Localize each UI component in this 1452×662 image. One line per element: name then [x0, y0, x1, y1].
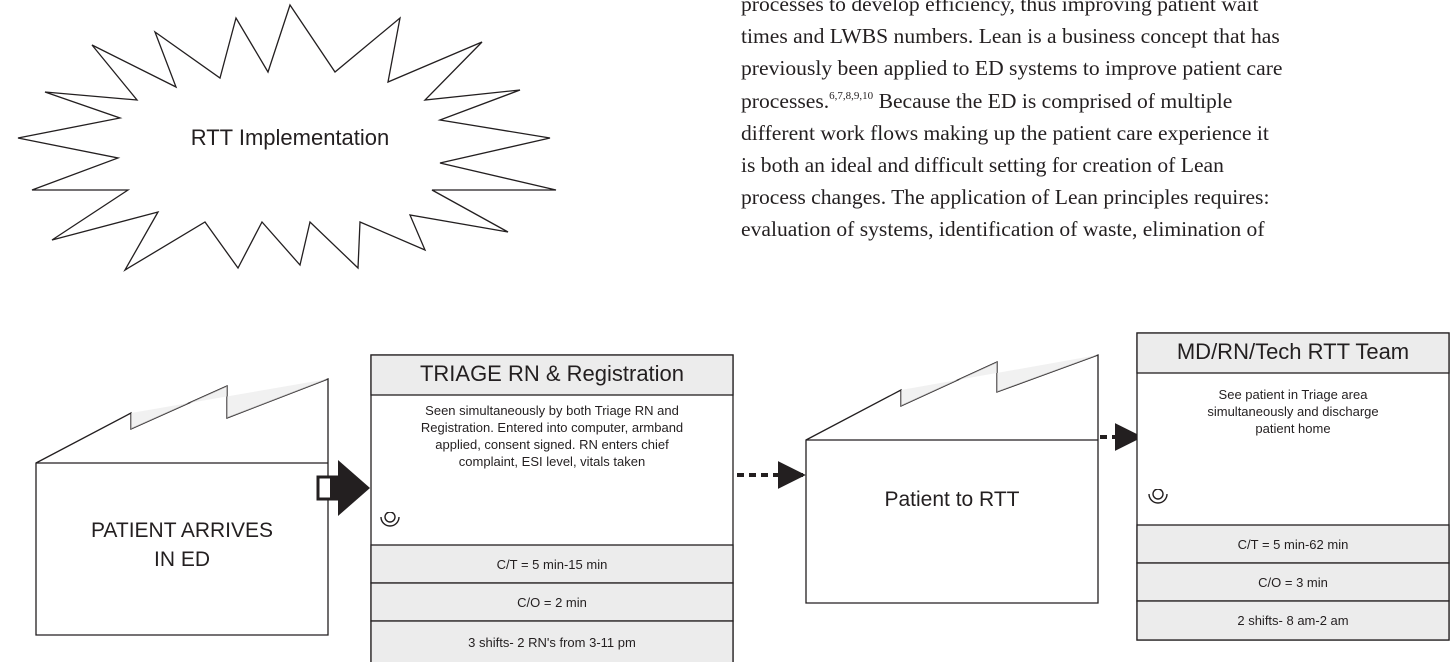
push-arrow: [316, 460, 370, 516]
team-desc-line: patient home: [1255, 421, 1331, 436]
team-changeover: C/O = 3 min: [1258, 575, 1328, 590]
paragraph-line: previously been applied to ED systems to…: [741, 56, 1283, 81]
value-stream-diagram: [35, 332, 1450, 662]
citation-superscript: 6,7,8,9,10: [829, 89, 874, 102]
triage-title: TRIAGE RN & Registration: [419, 361, 685, 386]
paragraph-line: evaluation of systems, identification of…: [741, 217, 1265, 242]
team-desc-line: See patient in Triage area: [1218, 387, 1368, 402]
rtt-factory-label: Patient to RTT: [884, 488, 1020, 511]
arrival-label-line: IN ED: [153, 548, 210, 571]
triage-desc-line: Registration. Entered into computer, arm…: [420, 420, 684, 435]
paragraph-text: processes.: [741, 88, 830, 113]
triage-desc-line: Seen simultaneously by both Triage RN an…: [425, 403, 679, 418]
arrival-label: PATIENT ARRIVES IN ED: [36, 516, 328, 574]
body-paragraph: processes to develop efficiency, thus im…: [741, 0, 1449, 246]
triage-description: Seen simultaneously by both Triage RN an…: [375, 402, 729, 470]
rtt-team-process-box: [1136, 332, 1450, 641]
paragraph-text: Because the ED is comprised of multiple: [878, 88, 1233, 113]
team-title: MD/RN/Tech RTT Team: [1176, 339, 1410, 364]
burst-label: RTT Implementation: [190, 125, 390, 150]
rtt-factory-shape: [805, 354, 1099, 604]
burst-shape: [17, 3, 557, 272]
paragraph-line: different work flows making up the patie…: [741, 120, 1269, 145]
team-cycle-time: C/T = 5 min-62 min: [1237, 537, 1349, 552]
operator-icon: [380, 512, 400, 527]
triage-shifts: 3 shifts- 2 RN's from 3-11 pm: [468, 635, 636, 650]
triage-process-box: [370, 354, 734, 662]
triage-desc-line: applied, consent signed. RN enters chief: [435, 437, 669, 452]
team-description: See patient in Triage area simultaneousl…: [1141, 386, 1445, 437]
arrival-factory-shape: [35, 378, 329, 636]
paragraph-line: times and LWBS numbers. Lean is a busine…: [741, 24, 1280, 49]
triage-cycle-time: C/T = 5 min-15 min: [496, 557, 608, 572]
paragraph-line: process changes. The application of Lean…: [741, 185, 1270, 210]
paragraph-line: is both an ideal and difficult setting f…: [741, 153, 1224, 178]
operator-icon: [1148, 489, 1168, 504]
arrival-label-line: PATIENT ARRIVES: [90, 519, 274, 542]
triage-changeover: C/O = 2 min: [517, 595, 587, 610]
team-desc-line: simultaneously and discharge: [1207, 404, 1379, 419]
team-shifts: 2 shifts- 8 am-2 am: [1237, 613, 1349, 628]
paragraph-line: processes to develop efficiency, thus im…: [741, 0, 1259, 16]
triage-desc-line: complaint, ESI level, vitals taken: [458, 454, 646, 469]
paragraph-line-with-citation: processes.6,7,8,9,10 Because the ED is c…: [741, 85, 1449, 117]
